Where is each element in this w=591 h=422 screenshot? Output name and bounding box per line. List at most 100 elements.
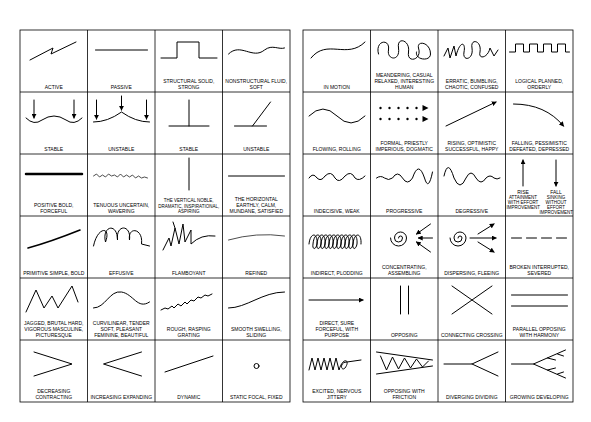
stable-wave: [26, 100, 82, 123]
cell-label: DISPERSING, FLEEING: [440, 270, 504, 276]
broken-line: [512, 238, 568, 239]
nonstructural-line: [229, 47, 285, 54]
cell-label: MEANDERING, CASUAL RELAXED, INTERESTING …: [373, 72, 437, 90]
flowing-line: [309, 109, 365, 123]
direct-arrow: [309, 300, 363, 301]
cell-label: ERRATIC, BUMBLING, CHAOTIC, CONFUSED: [440, 78, 504, 90]
cell-label: FORMAL, PRIESTLY IMPERIOUS, DOGMATIC: [373, 140, 437, 152]
horizontal-line: [229, 176, 285, 177]
jagged-line: [26, 286, 78, 312]
cell-label: OPPOSING: [373, 332, 437, 338]
cell-label: NONSTRUCTURAL FLUID, SOFT: [225, 78, 289, 90]
cell-label: FLAMBOYANT: [157, 270, 221, 276]
opposing-lines: [401, 286, 409, 314]
rise-fall-arrows: [523, 160, 556, 186]
cell-label: TENUOUS UNCERTAIN, WAVERING: [90, 202, 154, 214]
cell-label: STRUCTURAL SOLID, STRONG: [157, 78, 221, 90]
vertical-line: [189, 158, 190, 190]
cell-label: CONCENTRATING, ASSEMBLING: [373, 264, 437, 276]
erratic-line: [444, 42, 498, 59]
indirect-coil: [309, 235, 361, 249]
cell-label: FALL: [540, 189, 573, 195]
cell-label: PARALLEL OPPOSING WITH HARMONY: [508, 326, 572, 338]
cell-label: DYNAMIC: [157, 394, 221, 400]
cell-label: INCREASING EXPANDING: [90, 394, 154, 400]
cell-label: OPPOSING WITH FRICTION: [373, 388, 437, 400]
cell-label: GROWING DEVELOPING: [508, 394, 572, 400]
parallel-lines: [512, 295, 568, 306]
cell-label: CONNECTING CROSSING: [440, 332, 504, 338]
cell-label: ROUGH, RASPING GRATING: [157, 326, 221, 338]
indecisive-line: [309, 173, 365, 180]
friction-zigzag: [377, 352, 433, 374]
cell-label: FALLING, PESSIMISTIC DEFEATED, DEPRESSED: [508, 140, 572, 152]
in-motion-line: [311, 42, 365, 58]
grid: [20, 30, 573, 402]
cell-label: JAGGED, BRUTAL HARD, VIGOROUS MASCULINE,…: [22, 320, 86, 338]
crossing-lines: [452, 286, 492, 314]
cell-label: ACTIVE: [22, 84, 86, 90]
positive-line: [26, 174, 82, 175]
rising-arrow: [446, 102, 496, 126]
refined-line: [229, 235, 285, 240]
diverging-lines: [444, 352, 498, 376]
tenuous-line: [94, 174, 148, 178]
cell-label: REFINED: [225, 270, 289, 276]
cell-label: RISING, OPTIMISTIC SUCCESSFUL, HAPPY: [440, 140, 504, 152]
increasing-lines: [104, 352, 142, 376]
cell-label: FLOWING, ROLLING: [305, 146, 369, 152]
cell-label: THE HORIZONTAL EARTHLY, CALM, MUNDANE, S…: [225, 196, 289, 214]
cell-label: CURVILINEAR, TENDER SOFT, PLEASANT FEMIN…: [90, 320, 154, 338]
cell-label: EFFUSIVE: [90, 270, 154, 276]
growing-branches: [512, 350, 566, 378]
falling-arrow: [514, 104, 564, 126]
logical-line: [510, 44, 570, 52]
cell-label: PRIMITIVE SIMPLE, BOLD: [22, 270, 86, 276]
static-dot: [254, 364, 259, 369]
progressive-wave: [377, 169, 433, 184]
cell-label: SMOOTH SWELLING, SLIDING: [225, 326, 289, 338]
decreasing-lines: [34, 352, 72, 376]
dispersing-spiral: [450, 224, 496, 252]
cell-label: INDIRECT, PLODDING: [305, 270, 369, 276]
primitive-line: [28, 230, 80, 248]
cell-label: EXCITED, NERVOUS JITTERY: [305, 388, 369, 400]
cell-label: UNSTABLE: [225, 146, 289, 152]
cell-label: IN MOTION: [305, 84, 369, 90]
structural-line: [161, 42, 217, 58]
cell-label: INDECISIVE, WEAK: [305, 208, 369, 214]
cell-label: DEGRESSIVE: [440, 208, 504, 214]
passive-line: [96, 50, 148, 51]
cell-label: BROKEN INTERRUPTED, SEVERED: [508, 264, 572, 276]
flamboyant-line: [163, 222, 215, 250]
cell-label: STABLE: [22, 146, 86, 152]
cell-label: STATIC FOCAL, FIXED: [225, 394, 289, 400]
active-line: [30, 42, 76, 60]
unstable-wave: [94, 96, 150, 122]
cell-label: DIRECT, SURE FORCEFUL, WITH PURPOSE: [305, 320, 369, 338]
cell-label: PASSIVE: [90, 84, 154, 90]
cell-label: PROGRESSIVE: [373, 208, 437, 214]
smooth-line: [229, 292, 285, 308]
meandering-line: [378, 41, 431, 59]
concentrating-spiral: [391, 224, 433, 252]
cell-label: LOGICAL PLANNED, ORDERLY: [508, 78, 572, 90]
cell-label: DECREASING CONTRACTING: [22, 388, 86, 400]
cell-label: SINKING WITHOUT EFFORT IMPROVEMENT: [540, 195, 573, 215]
cell-label: STABLE: [157, 146, 221, 152]
dynamic-line: [165, 356, 213, 372]
cell-label: ATTAINMENT WITH EFFORT IMPROVEMENT: [507, 195, 540, 210]
degressive-wave: [444, 167, 500, 185]
cell-label: POSITIVE BOLD, FORCEFUL: [22, 202, 86, 214]
cell-label: RISE: [507, 189, 540, 195]
unstable-slant: [235, 102, 271, 126]
curvilinear-line: [94, 292, 150, 308]
rise-fall-column: FALLSINKING WITHOUT EFFORT IMPROVEMENT: [540, 189, 573, 215]
stable-t: [169, 100, 209, 126]
excited-zigzag: [309, 358, 361, 370]
rise-fall-column: RISEATTAINMENT WITH EFFORT IMPROVEMENT: [507, 189, 540, 210]
formal-dots: [379, 105, 428, 122]
cell-label: THE VERTICAL NOBLE, DRAMATIC, INSPIRATIO…: [157, 198, 221, 214]
rough-line: [161, 294, 212, 310]
